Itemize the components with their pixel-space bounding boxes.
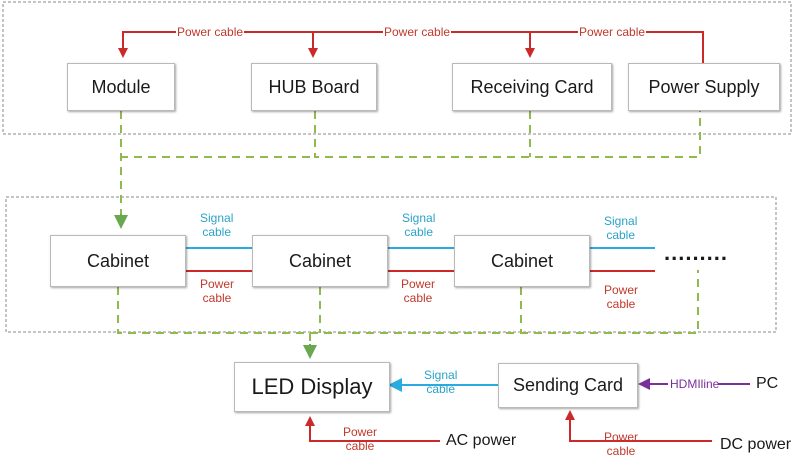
sending-card-box: Sending Card [498, 363, 638, 408]
top-power-cable-label-3: Power cable [578, 25, 647, 39]
cabinet-box-2: Cabinet [252, 235, 388, 287]
power-cable-label-2: Power cable [401, 277, 436, 305]
power-cable-label-sending: Power cable [604, 430, 639, 458]
signal-cable-label-3: Signal cable [604, 214, 638, 242]
cabinet-box-3: Cabinet [454, 235, 590, 287]
top-power-cable-label-2: Power cable [383, 25, 452, 39]
middle-group-border [5, 196, 777, 333]
signal-cable-label-2: Signal cable [402, 211, 436, 239]
power-to-led-display [305, 416, 440, 442]
cabinet-box-1: Cabinet [50, 235, 186, 287]
hdmi-line-label: HDMIline [670, 377, 720, 391]
power-cable-label-display: Power cable [343, 425, 378, 453]
receiving-card-box: Receiving Card [452, 63, 612, 111]
hub-board-box: HUB Board [251, 63, 377, 111]
signal-cable-label-display: Signal cable [424, 368, 458, 396]
top-power-cable-label-1: Power cable [176, 25, 245, 39]
module-box: Module [67, 63, 175, 111]
led-display-box: LED Display [234, 362, 390, 412]
pc-label: PC [756, 375, 779, 392]
power-cable-label-1: Power cable [200, 277, 235, 305]
power-to-sending-card [565, 410, 712, 442]
power-cable-label-3: Power cable [604, 283, 639, 311]
cabinet-cables [186, 247, 655, 272]
structure-lines [117, 111, 701, 346]
ac-power-label: AC power [446, 432, 517, 449]
dc-power-label: DC power [720, 436, 792, 453]
signal-cable-label-1: Signal cable [200, 211, 234, 239]
more-cabinets-ellipsis: ......... [664, 240, 729, 265]
power-supply-box: Power Supply [628, 63, 780, 111]
